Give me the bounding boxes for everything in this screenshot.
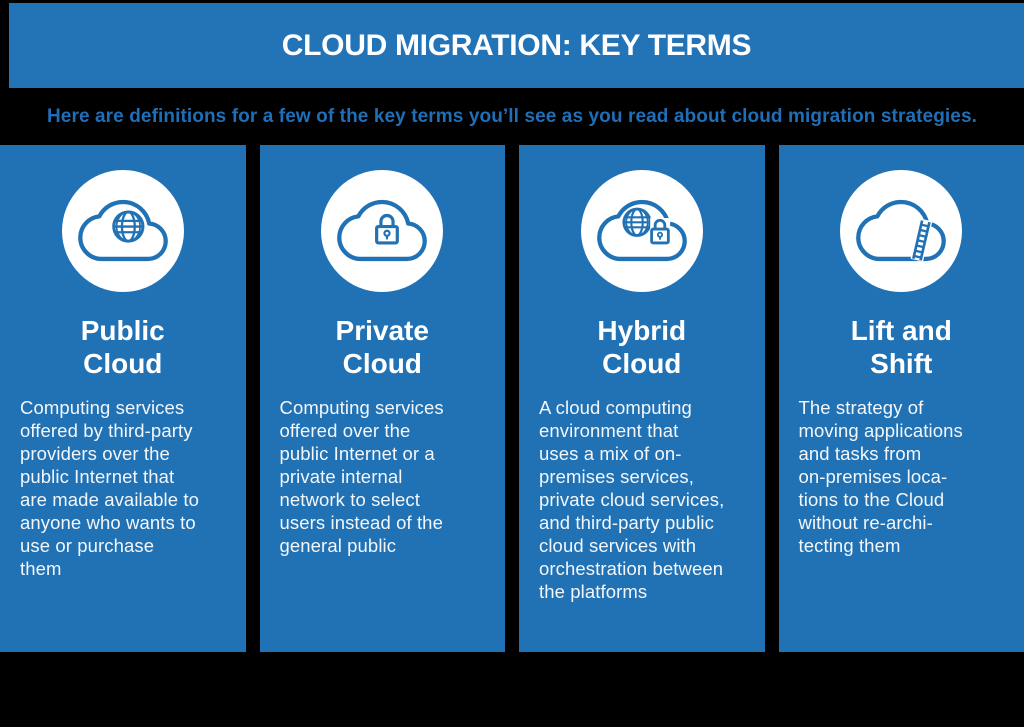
padlock-glyph xyxy=(375,214,400,245)
card-definition: The strategy of moving applications and … xyxy=(798,397,963,556)
card-definition: Computing services offered over the publ… xyxy=(279,397,444,556)
card-definition: A cloud computing environment that uses … xyxy=(539,397,725,602)
card-public-cloud: Public Cloud Computing services offered … xyxy=(0,145,246,652)
card-heading: Hybrid Cloud xyxy=(597,315,687,379)
icon-circle xyxy=(580,170,703,292)
lift-and-shift-cloud-ladder-icon xyxy=(856,200,947,263)
icon-circle xyxy=(61,170,184,292)
card-hybrid-cloud: Hybrid Cloud A cloud computing environme… xyxy=(519,145,765,652)
hybrid-cloud-globe-lock-icon xyxy=(596,200,687,262)
globe-glyph xyxy=(621,207,653,239)
private-cloud-lock-icon xyxy=(337,200,428,262)
card-definition: Computing services offered by third-part… xyxy=(20,397,199,579)
subtitle-strip: Here are definitions for a few of the ke… xyxy=(0,88,1024,145)
padlock-glyph xyxy=(649,218,670,245)
public-cloud-globe-icon xyxy=(77,200,168,262)
subtitle-text: Here are definitions for a few of the ke… xyxy=(46,105,978,127)
card-heading: Private Cloud xyxy=(335,315,429,379)
globe-glyph xyxy=(111,210,145,244)
icon-circle xyxy=(321,170,444,292)
card-heading: Lift and Shift xyxy=(850,315,952,379)
card-private-cloud: Private Cloud Computing services offered… xyxy=(259,145,505,652)
ladder-glyph xyxy=(910,218,933,263)
page-title: CLOUD MIGRATION: KEY TERMS xyxy=(281,28,752,62)
icon-circle xyxy=(840,170,963,292)
term-cards-row: Public Cloud Computing services offered … xyxy=(0,145,1024,652)
card-heading: Public Cloud xyxy=(80,315,165,379)
card-lift-and-shift: Lift and Shift The strategy of moving ap… xyxy=(778,145,1024,652)
header-bar: CLOUD MIGRATION: KEY TERMS xyxy=(9,3,1024,88)
